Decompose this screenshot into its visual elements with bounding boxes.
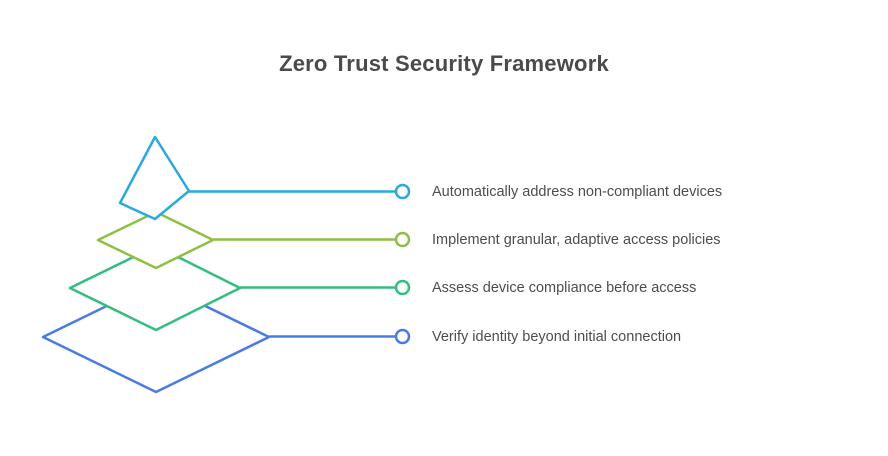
level-2-label: Implement granular, adaptive access poli… [432, 231, 721, 248]
pyramid-level-3-shape [68, 244, 242, 332]
connector-circle-icon-3 [394, 279, 411, 296]
connector-circle-icon-4 [394, 328, 411, 345]
connector-circle-icon-1 [394, 183, 411, 200]
level-1-label: Automatically address non-compliant devi… [432, 183, 723, 200]
pyramid-level-1-shape [118, 135, 191, 221]
connector-circle-icon-2 [394, 231, 411, 248]
pyramid-level-2-shape [96, 210, 215, 270]
pyramid-level-4-shape [41, 280, 271, 394]
level-3-label: Assess device compliance before access [432, 279, 697, 296]
page-title: Zero Trust Security Framework [279, 51, 609, 76]
level-4-label: Verify identity beyond initial connectio… [432, 328, 682, 345]
